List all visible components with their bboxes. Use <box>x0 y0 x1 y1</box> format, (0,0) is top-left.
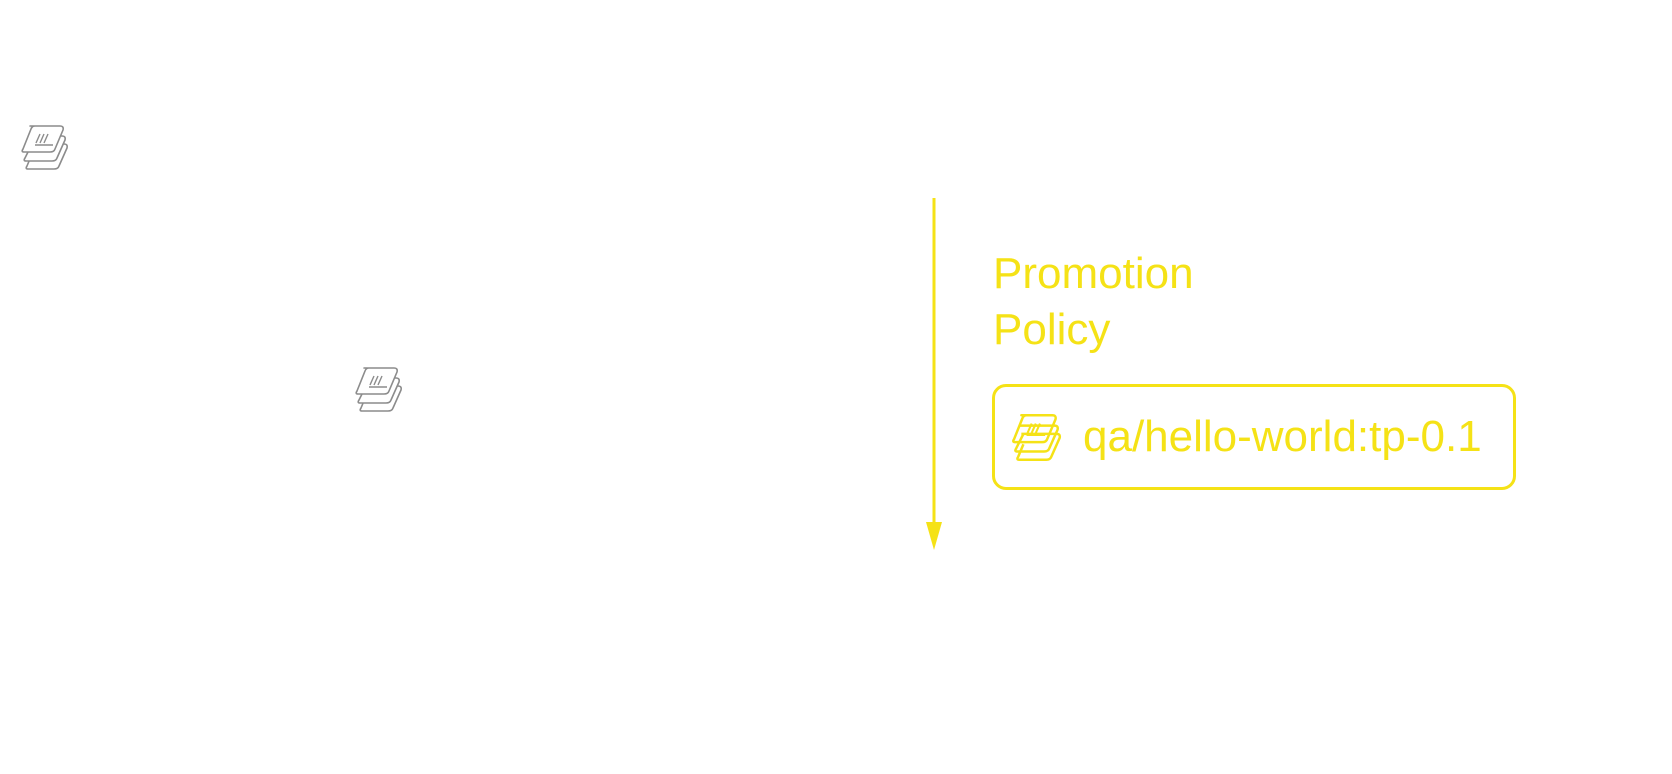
policy-title-line2: Policy <box>993 305 1111 354</box>
image-tag-label: qa/hello-world:tp-0.1 <box>1083 412 1482 461</box>
policy-title-line1: Promotion <box>993 249 1194 298</box>
image-stack-icon <box>20 122 78 172</box>
promotion-flow-arrow <box>922 196 946 552</box>
image-stack-icon <box>354 364 412 414</box>
image-tag-box: qa/hello-world:tp-0.1 <box>992 384 1516 490</box>
policy-title: Promotion Policy <box>993 246 1194 358</box>
image-stack-icon <box>1011 411 1071 463</box>
